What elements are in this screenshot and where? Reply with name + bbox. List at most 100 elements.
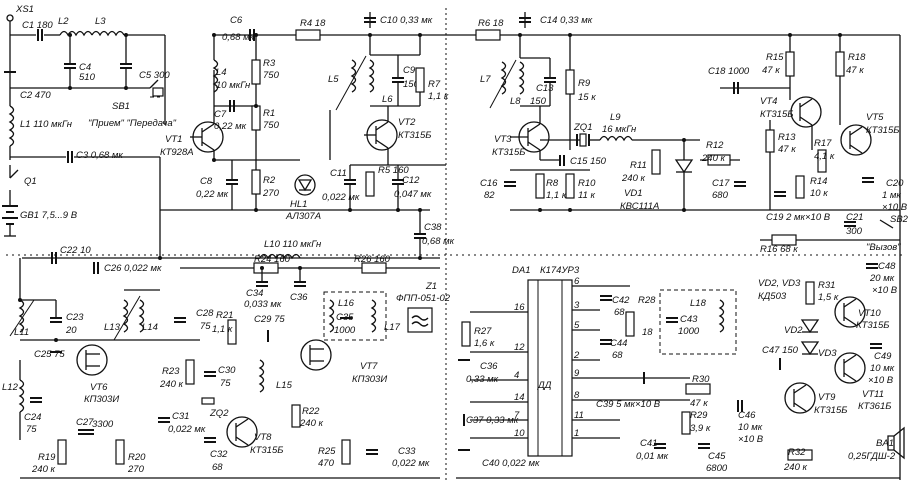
label-c42: C42 bbox=[612, 295, 630, 306]
label-c4: C4 bbox=[79, 62, 91, 73]
label-l1: L1 110 мкГн bbox=[20, 119, 73, 130]
label-l11: L11 bbox=[14, 327, 29, 338]
inductor-l18 bbox=[718, 299, 725, 333]
label-vt6: VT6 bbox=[90, 382, 108, 393]
label-l3: L3 bbox=[95, 16, 106, 27]
receiver-front-end: C22 10 C26 0,022 мк L10 110 мкГн R24 160… bbox=[2, 239, 440, 479]
label-vt4: VT4 bbox=[760, 96, 777, 107]
label-c49v: 10 мк bbox=[870, 363, 895, 374]
label-c17v: 680 bbox=[712, 190, 729, 201]
label-c4v: 510 bbox=[79, 72, 96, 83]
resistor-r1 bbox=[251, 105, 261, 131]
crystal-zq1 bbox=[579, 133, 587, 147]
label-c41v: 0,01 мк bbox=[636, 451, 669, 462]
label-r7: R7 bbox=[428, 79, 441, 90]
label-r16: R16 68 к bbox=[760, 244, 798, 255]
pin-8: 8 bbox=[574, 390, 580, 401]
label-ba1v: 0,25ГДШ-2 bbox=[848, 451, 896, 462]
label-vd1: VD1 bbox=[624, 188, 642, 199]
label-c25: C25 75 bbox=[34, 349, 65, 360]
resistor-r12 bbox=[707, 154, 731, 166]
transistor-vt8-icon bbox=[226, 416, 258, 448]
resistor-r27 bbox=[461, 321, 471, 347]
label-c13: C13 bbox=[536, 83, 554, 94]
switch-q1 bbox=[9, 169, 19, 179]
label-c15: C15 150 bbox=[570, 156, 607, 167]
label-c7: C7 bbox=[214, 109, 227, 120]
label-l9v: 16 мкГн bbox=[602, 124, 637, 135]
resistor-r10 bbox=[565, 173, 575, 199]
label-r30v: 47 к bbox=[690, 398, 708, 409]
label-r10: R10 bbox=[578, 178, 596, 189]
label-c34: C34 bbox=[246, 288, 263, 299]
label-l9: L9 bbox=[610, 112, 621, 123]
pin-9: 9 bbox=[574, 368, 580, 379]
label-da1: DA1 bbox=[512, 265, 530, 276]
label-l2: L2 bbox=[58, 16, 69, 27]
transistor-vt11-icon bbox=[834, 352, 866, 384]
transistor-vt5-icon bbox=[840, 124, 872, 156]
label-c1: C1 180 bbox=[22, 20, 53, 31]
label-r25v: 470 bbox=[318, 458, 335, 469]
junction-dots bbox=[18, 33, 842, 342]
label-c16v: 82 bbox=[484, 190, 495, 201]
label-vt9: VT9 bbox=[818, 392, 836, 403]
label-z1: Z1 bbox=[425, 281, 437, 292]
label-c43v: 1000 bbox=[678, 326, 700, 337]
label-vt9v: КТ315Б bbox=[814, 405, 847, 416]
label-c2: C2 470 bbox=[20, 90, 51, 101]
inductor-l5 bbox=[350, 59, 357, 93]
label-c31v: 0,022 мк bbox=[168, 424, 206, 435]
inductor-l13 bbox=[122, 299, 129, 333]
label-l6: L6 bbox=[382, 94, 393, 105]
label-hl1v: АЛ307А bbox=[285, 211, 321, 222]
label-zq1: ZQ1 bbox=[573, 122, 592, 133]
label-c35: C35 bbox=[336, 312, 354, 323]
resistor-r23 bbox=[185, 359, 195, 385]
label-vt11v: КТ361Б bbox=[858, 401, 891, 412]
speaker-ba1-icon bbox=[887, 426, 905, 460]
label-c32: C32 bbox=[210, 449, 228, 460]
label-r19v: 240 к bbox=[31, 464, 55, 475]
inductor-l10 bbox=[259, 253, 301, 260]
transistor-vt4-icon bbox=[790, 96, 822, 128]
label-vt7v: КП303И bbox=[352, 374, 387, 385]
inductor-l1 bbox=[8, 105, 15, 147]
resistor-r24 bbox=[253, 262, 279, 274]
label-sb2: SB2 bbox=[890, 214, 909, 225]
pin-11: 11 bbox=[574, 410, 584, 421]
label-c12: C12 bbox=[402, 175, 420, 186]
label-l4v: 10 мкГн bbox=[216, 80, 251, 91]
label-r8: R8 bbox=[546, 178, 559, 189]
label-c48u: ×10 В bbox=[872, 285, 898, 296]
label-r28: R28 bbox=[638, 295, 656, 306]
pin-14: 14 bbox=[514, 392, 525, 403]
label-z1v: ФПП-051-02 bbox=[396, 293, 451, 304]
label-l5: L5 bbox=[328, 74, 339, 85]
label-c23: C23 bbox=[66, 312, 84, 323]
label-c30: C30 bbox=[218, 365, 236, 376]
label-r18: R18 bbox=[848, 52, 866, 63]
label-c16: C16 bbox=[480, 178, 498, 189]
label-r26: R26 160 bbox=[354, 254, 391, 265]
label-vt10v: КТ315Б bbox=[856, 320, 889, 331]
label-c34v: 0,033 мк bbox=[244, 299, 282, 310]
label-c40: C40 0,022 мк bbox=[482, 458, 540, 469]
crystal-zq2 bbox=[201, 397, 215, 405]
label-r12v: 240 к bbox=[701, 153, 725, 164]
inductor-l3 bbox=[91, 30, 125, 37]
label-c48: C48 bbox=[878, 261, 896, 272]
transistor-vt7-icon bbox=[300, 339, 332, 371]
inductor-l8 bbox=[518, 61, 525, 95]
label-sb1: SB1 bbox=[112, 101, 130, 112]
label-r13: R13 bbox=[778, 132, 796, 143]
label-c26: C26 0,022 мк bbox=[104, 263, 162, 274]
pin-16: 16 bbox=[514, 302, 525, 313]
label-c36: C36 bbox=[290, 292, 308, 303]
label-c20v: 1 мк bbox=[882, 190, 901, 201]
resistor-r14 bbox=[795, 175, 805, 199]
label-c47: C47 150 bbox=[762, 345, 799, 356]
label-c45v: 6800 bbox=[706, 463, 728, 474]
section-dividers bbox=[6, 8, 905, 480]
label-c35v: 1000 bbox=[334, 325, 356, 336]
